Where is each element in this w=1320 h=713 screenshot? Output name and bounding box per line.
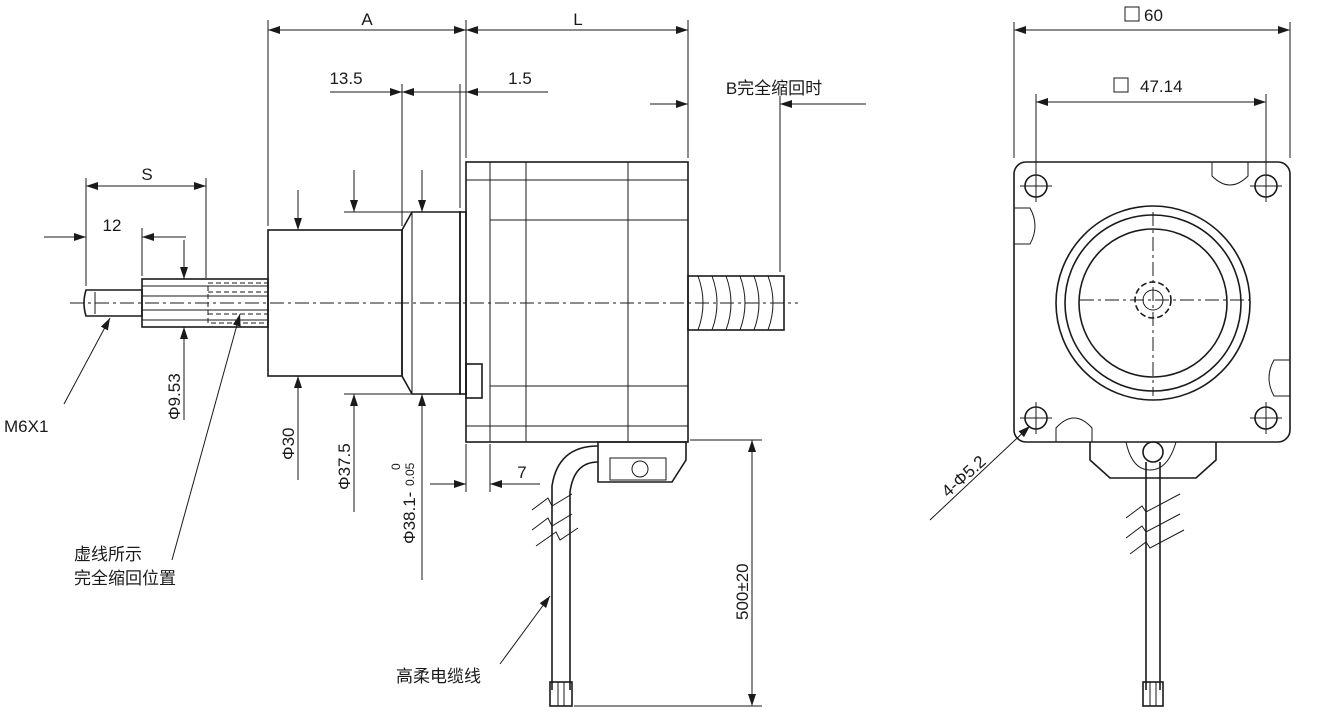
dim-tol-upper: 0	[389, 463, 403, 470]
dim-1-5-label: 1.5	[508, 69, 532, 88]
dim-l-label: L	[573, 10, 582, 29]
threaded-tip	[83, 289, 143, 317]
front-cable	[1145, 462, 1161, 690]
dim-square-60-label: 60	[1144, 6, 1163, 25]
cable-label: 高柔电缆线	[396, 667, 481, 686]
dim-a-label: A	[361, 10, 373, 29]
rear-lead-screw	[687, 275, 785, 331]
front-cable-exit	[1089, 442, 1217, 479]
cable-exit	[597, 441, 687, 483]
mounting-holes	[1020, 170, 1282, 434]
side-cable	[551, 445, 599, 690]
m6x1-label: M6X1	[4, 417, 48, 436]
dim-b-retracted-label: B完全缩回时	[726, 79, 822, 98]
motor-body	[465, 161, 689, 443]
dim-s-label: S	[141, 165, 152, 184]
front-view: 60 47.14 4-Φ5.2	[929, 6, 1291, 707]
dim-phi-30-label: Φ30	[279, 428, 298, 460]
dim-phi-37-5-label: Φ37.5	[335, 443, 354, 490]
dashed-note-line2: 完全缩回位置	[74, 569, 176, 588]
front-outer-circle	[1055, 205, 1251, 401]
side-view: A L 13.5 1.5 B完全缩回时 S 12 M6X1	[4, 10, 866, 707]
dim-phi-9-53-label: Φ9.53	[165, 373, 184, 420]
square-symbol-47	[1113, 77, 1129, 93]
dim-7-label: 7	[517, 463, 526, 482]
dim-13-5-label: 13.5	[329, 69, 362, 88]
square-symbol-60	[1124, 6, 1140, 22]
dim-square-47-14-label: 47.14	[1140, 77, 1183, 96]
dashed-note-line1: 虚线所示	[74, 545, 142, 564]
dim-tol-lower: 0.05	[403, 462, 417, 486]
dim-holes-label: 4-Φ5.2	[938, 452, 990, 501]
dim-12-label: 12	[103, 216, 122, 235]
dim-phi-38-1-label: Φ38.1-	[400, 492, 419, 544]
dim-cable-length-label: 500±20	[733, 563, 752, 620]
